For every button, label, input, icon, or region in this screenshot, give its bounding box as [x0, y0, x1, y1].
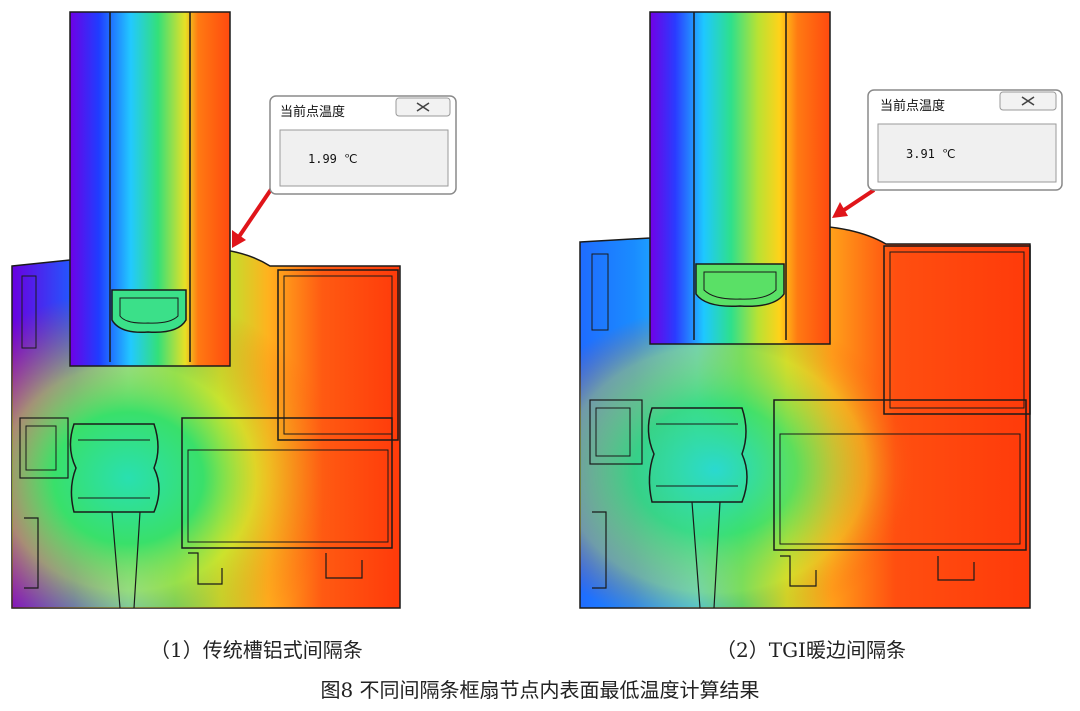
popup-title: 当前点温度	[880, 98, 945, 114]
thermal-simulation-left: 当前点温度 1.99 ℃	[11, 11, 457, 609]
popup-value: 3.91 ℃	[906, 147, 956, 161]
spacer-bar	[695, 263, 785, 307]
lower-chamber	[773, 399, 1027, 551]
close-icon[interactable]	[395, 97, 451, 117]
thermal-break	[647, 407, 748, 503]
popup-title: 当前点温度	[280, 104, 345, 120]
close-icon[interactable]	[999, 91, 1057, 111]
panel-left: 当前点温度 1.99 ℃	[8, 8, 468, 610]
sub-caption-left: （1）传统槽铝式间隔条	[150, 638, 363, 662]
popup-value: 1.99 ℃	[308, 152, 358, 166]
thermal-break	[69, 423, 160, 513]
thermal-simulation-right: 当前点温度 3.91 ℃	[579, 11, 1063, 609]
figure-caption: 图8 不同间隔条框扇节点内表面最低温度计算结果	[320, 678, 760, 702]
panel-right: 当前点温度 3.91 ℃	[578, 8, 1068, 610]
pointer-arrow	[232, 186, 274, 246]
spacer-bar	[111, 289, 187, 333]
lower-chamber	[181, 417, 393, 549]
upper-chamber	[883, 245, 1031, 415]
temperature-popup: 当前点温度 3.91 ℃	[867, 89, 1063, 191]
upper-chamber	[277, 269, 399, 441]
temperature-popup: 当前点温度 1.99 ℃	[269, 95, 457, 195]
sub-caption-right: （2）TGI暖边间隔条	[716, 638, 906, 662]
